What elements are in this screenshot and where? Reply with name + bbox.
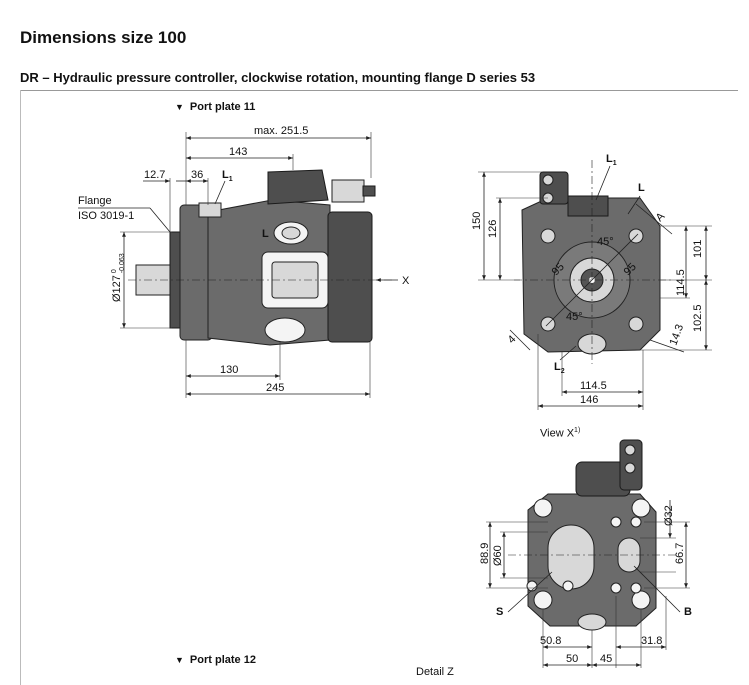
dim-50: 50 [566,653,578,665]
dim-45: 45 [600,653,612,665]
dim-50-8: 50.8 [540,635,561,647]
port-l1-label: L1 [222,169,233,183]
page-subtitle: DR – Hydraulic pressure controller, cloc… [20,70,536,85]
caption-port-plate-11-label: Port plate 11 [189,101,256,113]
caption-port-plate-12: ▼ Port plate 12 [175,654,256,666]
header-divider [20,90,738,91]
flange-bolt-hole [628,316,644,332]
dim-4: 4 [506,333,519,346]
bolt-hole [624,462,636,474]
caption-port-plate-12-label: Port plate 12 [189,654,256,666]
triangle-down-icon: ▼ [175,655,184,665]
pressure-controller [331,179,365,203]
caption-view-x: View X1) [540,427,580,440]
thread-hole [630,582,642,594]
dim-12-7: 12.7 [144,169,165,181]
thread-hole [526,580,538,592]
port-l1-label: L1 [606,153,617,167]
dim-114-5-vertical: 114.5 [675,269,687,296]
leader-line [507,571,553,613]
leader-line [149,207,171,233]
flange-bolt-hole [533,590,553,610]
frame-left-border [20,90,21,685]
flange-bolt-hole [631,590,651,610]
port-l2-label: L2 [554,361,565,375]
dim-max-length: max. 251.5 [254,125,308,137]
dim-146: 146 [580,394,598,406]
caption-view-x-footnote: 1) [574,427,581,434]
thread-hole [610,582,622,594]
dim-102-5: 102.5 [692,304,704,332]
caption-detail-z: Detail Z [416,666,454,678]
dim-diameter-32: Ø32 [663,505,675,526]
dim-245: 245 [266,382,284,394]
dim-126: 126 [487,220,499,238]
leader-line [595,165,611,201]
port-l1-fitting [198,202,222,218]
thread-hole [610,516,622,528]
port-b-label: B [684,606,692,618]
pump-side-body [128,169,392,346]
thread-hole [562,580,574,592]
bolt-hole [542,174,554,186]
detail-z: 88.9 Ø60 Ø32 66.7 S B 50.8 31.8 50 45 [479,439,692,668]
section-line [635,203,673,235]
port-s-suction [547,524,595,590]
leader-line [627,195,641,215]
caption-view-x-label: View X [540,427,575,440]
controller-block [267,169,329,205]
flange-bolt-hole [631,498,651,518]
axis-x-label: X [402,275,410,287]
dim-101: 101 [692,240,704,258]
leader-line [633,565,681,613]
adjusting-screw [362,185,376,197]
port-l-label: L [262,228,269,240]
port-l-hole [281,226,301,240]
dim-14-3: 14.3 [668,323,687,347]
dim-31-8: 31.8 [641,635,662,647]
flange-bolt-hole [540,228,556,244]
port-s-label: S [496,606,503,618]
page-title: Dimensions size 100 [20,28,187,47]
dim-line [509,329,531,351]
port-l-label: L [638,182,645,194]
angle-45-bottom: 45° [566,311,583,323]
thread-hole [630,516,642,528]
dim-diameter-60: Ø60 [492,545,504,566]
dim-114-5-horizontal: 114.5 [580,380,607,392]
dim-66-7: 66.7 [674,543,686,564]
triangle-down-icon: ▼ [175,102,184,112]
dim-130: 130 [220,364,238,376]
side-view: X max. 251.5 143 36 12.7 L1 L Flange ISO… [78,125,410,398]
mounting-flange [179,204,213,341]
dim-88-9: 88.9 [479,543,491,564]
diagonal-centerline [545,233,639,327]
caption-port-plate-11: ▼ Port plate 11 [175,101,255,113]
angle-45-top: 45° [597,236,614,248]
flange-standard: ISO 3019-1 [78,210,134,222]
flange-label: Flange [78,195,112,207]
lower-boss [264,317,306,343]
controller-top [567,195,609,217]
dim-36: 36 [191,169,203,181]
dim-diameter-127: Ø1270-0.063 [111,253,126,302]
flange-bolt-hole [533,498,553,518]
dim-150: 150 [471,212,483,230]
port-plate [327,211,373,343]
bolt-hole [624,444,636,456]
leader-line [559,345,577,361]
leader-line [214,180,226,205]
dim-143: 143 [229,146,247,158]
lower-boss [577,613,607,631]
front-view: L1 L L2 45° 45° 95 95 A 4 14.3 150 126 1… [471,153,712,410]
